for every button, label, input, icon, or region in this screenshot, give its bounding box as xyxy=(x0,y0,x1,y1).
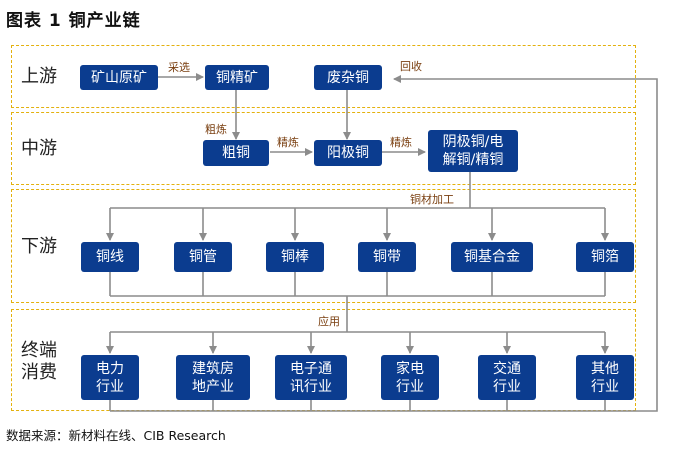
node-strip: 铜带 xyxy=(358,242,416,272)
edge-label-refine-2: 精炼 xyxy=(390,136,412,149)
node-transport: 交通 行业 xyxy=(478,355,536,400)
node-electronics: 电子通 讯行业 xyxy=(275,355,347,400)
node-concentrate: 铜精矿 xyxy=(205,65,269,90)
band-label-terminal: 终端 消费 xyxy=(21,340,57,383)
edge-recycle xyxy=(393,75,658,412)
band-label-upstream: 上游 xyxy=(21,66,57,87)
edge-label-crude-refine: 粗炼 xyxy=(205,123,227,136)
node-scrap: 废杂铜 xyxy=(314,65,382,90)
figure-title: 图表 1 铜产业链 xyxy=(6,11,141,31)
source-note: 数据来源：新材料在线、CIB Research xyxy=(6,428,226,443)
band-label-downstream: 下游 xyxy=(21,236,57,257)
node-anode: 阳极铜 xyxy=(314,140,382,166)
node-blister: 粗铜 xyxy=(203,140,269,166)
node-appliance: 家电 行业 xyxy=(381,355,439,400)
node-construction: 建筑房 地产业 xyxy=(176,355,250,400)
node-rod: 铜棒 xyxy=(266,242,324,272)
node-cathode: 阴极铜/电 解铜/精铜 xyxy=(428,130,518,172)
edge-label-refine-1: 精炼 xyxy=(277,136,299,149)
edge-label-processing: 铜材加工 xyxy=(410,193,454,206)
node-alloy: 铜基合金 xyxy=(451,242,533,272)
node-other: 其他 行业 xyxy=(576,355,634,400)
node-tube: 铜管 xyxy=(174,242,232,272)
node-power: 电力 行业 xyxy=(81,355,139,400)
node-mine: 矿山原矿 xyxy=(80,65,158,90)
band-label-midstream: 中游 xyxy=(21,138,57,159)
node-foil: 铜箔 xyxy=(576,242,634,272)
edge-label-recycle: 回收 xyxy=(400,60,422,73)
edge-label-mining: 采选 xyxy=(168,61,190,74)
node-wire: 铜线 xyxy=(81,242,139,272)
band-midstream xyxy=(11,112,636,185)
edge-label-application: 应用 xyxy=(318,315,340,328)
